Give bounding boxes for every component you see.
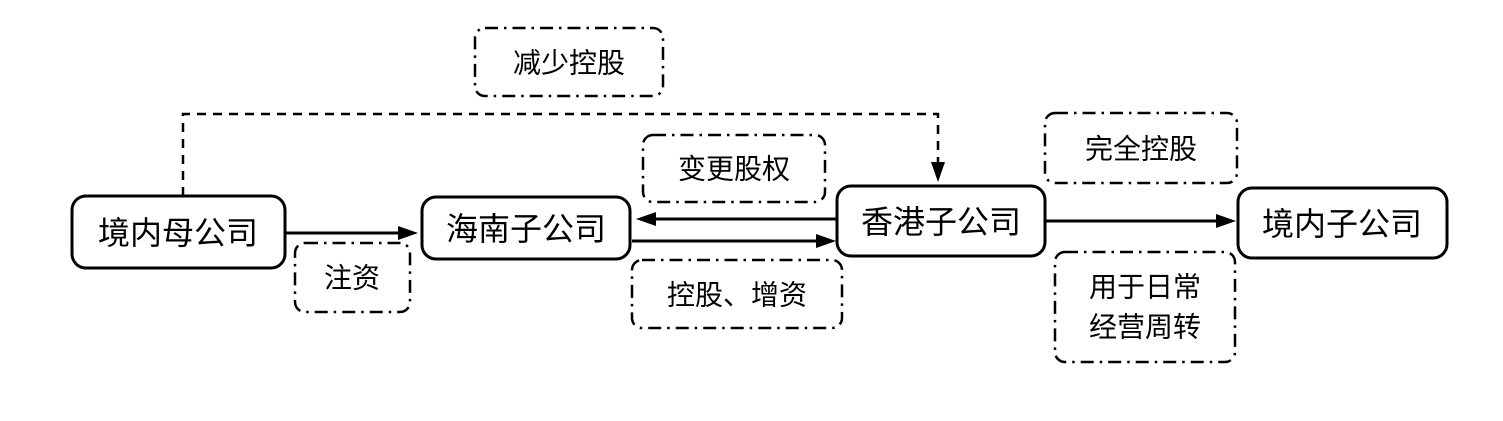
tag-box [641,133,827,204]
edge-full-holding [1045,214,1236,228]
tag-label-line-2: 经营周转 [1089,312,1201,343]
node-domestic-parent: 境内母公司 [70,194,287,270]
arrowhead-right-icon [816,234,836,248]
tag-holding-capital-increase: 控股、增资 [630,258,844,330]
tag-change-equity: 变更股权 [641,133,827,204]
arrowhead-right-icon [398,226,418,240]
arrowhead-left-icon [636,212,656,226]
tag-label: 注资 [324,263,380,294]
tag-label: 减少控股 [513,48,625,79]
node-box [835,184,1047,258]
edge-holding-capital-increase [632,234,836,248]
tag-label: 变更股权 [678,154,790,185]
node-label: 境内子公司 [1262,206,1422,242]
node-domestic-subsidiary: 境内子公司 [1236,186,1449,260]
tag-label-line-1: 用于日常 [1089,272,1201,303]
edge-change-equity [636,212,837,226]
arrowhead-down-icon [931,162,945,182]
tag-box [473,26,665,98]
node-box [1236,186,1449,260]
tag-capital-injection: 注资 [293,241,412,314]
node-hainan-subsidiary: 海南子公司 [420,195,632,261]
node-label: 境内母公司 [98,215,258,251]
tag-box [630,258,844,330]
dashed-connector-line [181,112,940,196]
node-label: 海南子公司 [446,211,606,247]
node-label: 香港子公司 [861,204,1021,240]
tag-box [1053,250,1237,364]
node-hongkong-subsidiary: 香港子公司 [835,184,1047,258]
tag-label: 完全控股 [1085,134,1197,165]
tag-box [1043,111,1239,185]
tag-daily-operations: 用于日常 经营周转 [1053,250,1237,364]
node-box [420,195,632,261]
tag-reduce-holding: 减少控股 [473,26,665,98]
tag-label: 控股、增资 [667,280,807,311]
tag-box [293,241,412,314]
edge-reduce-holding [181,112,945,196]
node-box [70,194,287,270]
arrowhead-right-icon [1216,214,1236,228]
edge-capital-injection [285,226,418,240]
tag-full-holding: 完全控股 [1043,111,1239,185]
